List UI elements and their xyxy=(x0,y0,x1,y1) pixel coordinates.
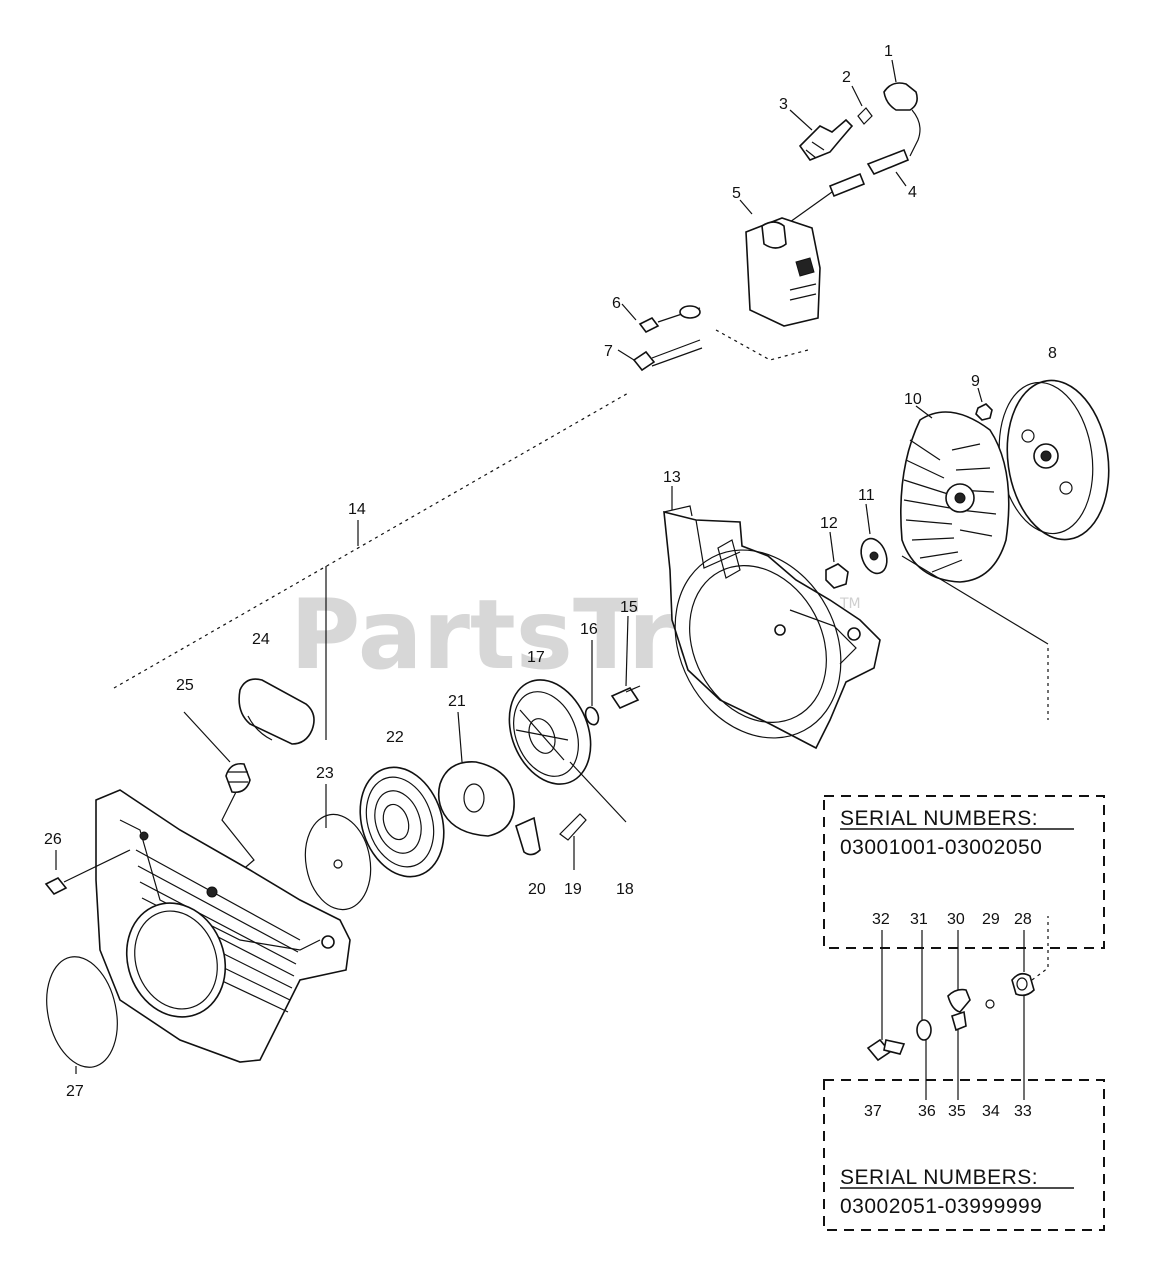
callout-18: 18 xyxy=(616,881,634,898)
pulley-screw-15 xyxy=(610,685,641,710)
washer-23 xyxy=(304,813,372,911)
callout-16: 16 xyxy=(580,621,598,638)
callout-12: 12 xyxy=(820,515,838,532)
flywheel-leader xyxy=(901,555,1049,645)
callout-15: 15 xyxy=(620,599,638,616)
callout-33: 33 xyxy=(1014,1103,1032,1120)
callout-5: 5 xyxy=(732,185,741,202)
callout-28: 28 xyxy=(1014,911,1032,928)
serial-upper-heading: SERIAL NUMBERS: xyxy=(840,807,1038,830)
gasket-27 xyxy=(46,956,118,1068)
callout-14: 14 xyxy=(348,501,366,518)
part-28-33 xyxy=(1011,972,1035,997)
spring-cover-21 xyxy=(437,761,515,837)
leader-2 xyxy=(851,85,863,107)
leader-6 xyxy=(621,303,637,321)
callout-22: 22 xyxy=(386,729,404,746)
part-29-34 xyxy=(985,999,995,1009)
leader-3 xyxy=(789,109,813,131)
serial-lower-heading: SERIAL NUMBERS: xyxy=(840,1166,1038,1189)
callout-13: 13 xyxy=(663,469,681,486)
serial-box-upper xyxy=(823,795,1105,949)
callout-23: 23 xyxy=(316,765,334,782)
callout-37: 37 xyxy=(864,1103,882,1120)
callout-19: 19 xyxy=(564,881,582,898)
callout-8: 8 xyxy=(1048,345,1057,362)
callout-3: 3 xyxy=(779,96,788,113)
ignition-coil xyxy=(715,217,821,361)
flywheel-nut xyxy=(975,403,993,421)
callout-34: 34 xyxy=(982,1103,1000,1120)
watermark-tm: TM xyxy=(839,596,861,612)
callout-20: 20 xyxy=(528,881,546,898)
screw-19 xyxy=(559,813,587,870)
callout-10: 10 xyxy=(904,391,922,408)
starter-handle-24 xyxy=(238,678,315,745)
coil-screw-7 xyxy=(632,339,703,372)
callout-36: 36 xyxy=(918,1103,936,1120)
callout-7: 7 xyxy=(604,343,613,360)
callout-29: 29 xyxy=(982,911,1000,928)
flywheel xyxy=(900,411,1010,583)
leader-10 xyxy=(915,405,933,419)
assembly-axis xyxy=(113,391,631,689)
washer-31-36 xyxy=(916,1019,932,1041)
callout-25: 25 xyxy=(176,677,194,694)
ignition-lead xyxy=(775,148,910,233)
leader-7 xyxy=(617,349,635,361)
pawl-20 xyxy=(515,816,541,856)
leader-9 xyxy=(977,387,983,403)
callout-1: 1 xyxy=(884,43,893,60)
rope-pulley xyxy=(508,679,592,785)
clip-30-35 xyxy=(947,988,971,1032)
leader-25 xyxy=(183,711,231,763)
leader-5 xyxy=(739,199,753,215)
leader-4 xyxy=(895,171,907,187)
leader-21 xyxy=(457,711,463,763)
callout-17: 17 xyxy=(527,649,545,666)
serial-box-lower xyxy=(823,1079,1105,1231)
leader-1 xyxy=(891,59,897,83)
fan-housing xyxy=(663,505,881,750)
spring-clip xyxy=(857,107,873,125)
leader-12 xyxy=(829,531,835,563)
callout-11: 11 xyxy=(858,487,875,504)
callout-31: 31 xyxy=(910,911,928,928)
callout-27: 27 xyxy=(66,1083,84,1100)
leader-11 xyxy=(865,503,871,535)
serial-lower-range: 03002051-03999999 xyxy=(840,1195,1042,1218)
callout-30: 30 xyxy=(947,911,965,928)
bolt-32-37 xyxy=(866,1038,906,1062)
callout-21: 21 xyxy=(448,693,466,710)
callout-2: 2 xyxy=(842,69,851,86)
leader-15 xyxy=(625,615,629,687)
callout-9: 9 xyxy=(971,373,980,390)
callout-26: 26 xyxy=(44,831,62,848)
nut-12 xyxy=(825,563,849,589)
callout-4: 4 xyxy=(908,184,917,201)
coil-screw-6 xyxy=(638,305,701,334)
serial-upper-range: 03001001-03002050 xyxy=(840,836,1042,859)
callout-35: 35 xyxy=(948,1103,966,1120)
screw-26 xyxy=(44,849,131,896)
spark-plug-boot xyxy=(883,82,921,157)
callout-6: 6 xyxy=(612,295,621,312)
callout-24: 24 xyxy=(252,631,270,648)
starter-housing xyxy=(95,789,351,1063)
flywheel-rotor xyxy=(998,379,1110,541)
starter-rope xyxy=(569,761,627,823)
grommet-25 xyxy=(225,762,251,794)
callout-32: 32 xyxy=(872,911,890,928)
spark-plug xyxy=(798,118,854,161)
washer-11 xyxy=(860,537,888,575)
washer-16 xyxy=(584,706,600,726)
rewind-spring-22 xyxy=(359,766,445,878)
